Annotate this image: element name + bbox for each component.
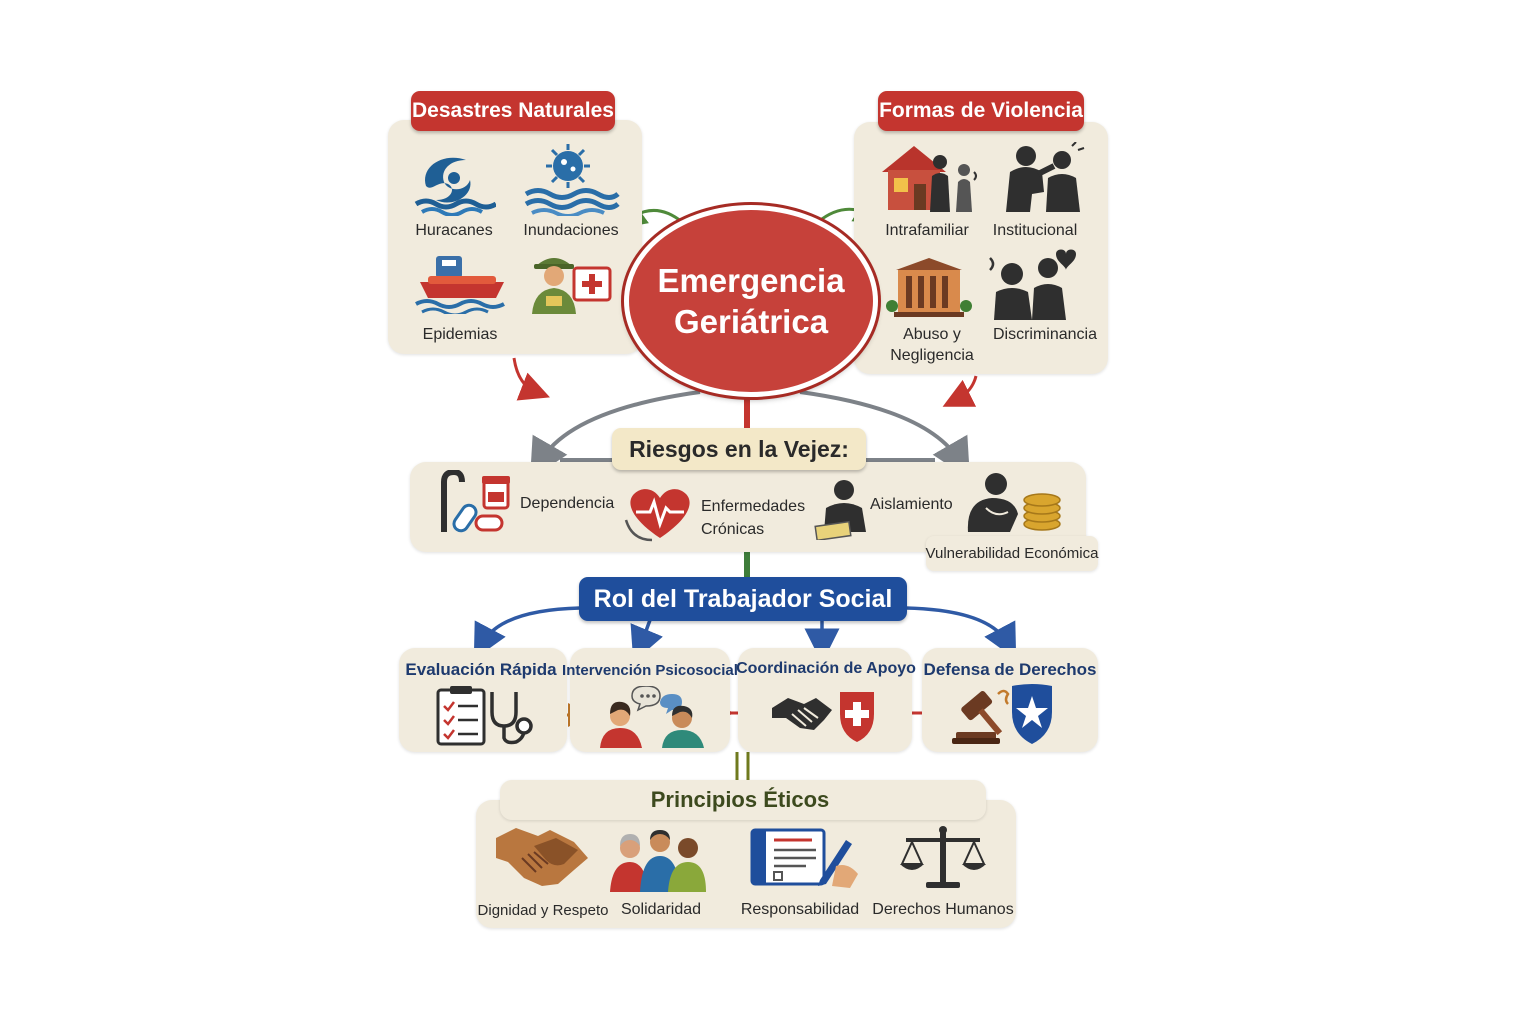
isolated-person-icon (814, 480, 866, 540)
riesgos-title: Riesgos en la Vejez: (612, 428, 866, 470)
riesgo-label-vulnerabilidad: Vulnerabilidad Económica (925, 545, 1099, 562)
desastre-label-inundaciones: Inundaciones (523, 222, 619, 239)
violencia-label-discriminancia: Discriminancia (992, 326, 1098, 343)
riesgo-label-dependencia: Dependencia (520, 495, 615, 512)
building-abuse-icon (886, 258, 972, 317)
discrimination-icon (989, 249, 1076, 320)
psychosocial-talk-icon (600, 686, 704, 748)
enfermedades-line-2: Crónicas (701, 521, 765, 539)
justice-scale-icon (900, 826, 986, 888)
rol-intervencion-title: Intervención Psicosocial (562, 662, 738, 679)
desastres-panel (388, 120, 642, 354)
principios-header-bg (500, 780, 986, 820)
rol-defensa-title: Defensa de Derechos (923, 660, 1097, 679)
abuso-line-2: Negligencia (890, 346, 974, 364)
violencia-label-abuso: Abuso y Negligencia (890, 325, 974, 367)
rescue-worker-icon (532, 258, 612, 314)
principio-label-dignidad: Dignidad y Respeto (477, 902, 609, 919)
principios-title: Principios Éticos (650, 787, 830, 812)
flood-virus-icon (524, 144, 620, 216)
rol-title: Rol del Trabajador Social (579, 577, 907, 621)
heart-rate-icon (624, 489, 690, 542)
cane-medicine-icon (441, 470, 510, 533)
institutional-violence-icon (1006, 142, 1085, 212)
center-line-2: Geriátrica (673, 303, 829, 340)
solidarity-people-icon (610, 830, 706, 892)
responsibility-document-icon (750, 828, 858, 888)
vulnerabilidad-tab (926, 536, 1098, 571)
enfermedades-line-1: Enfermedades (701, 498, 806, 515)
rol-evaluacion-title: Evaluación Rápida (405, 660, 557, 679)
checklist-stethoscope-icon (436, 686, 533, 746)
abuso-line-1: Abuso y (903, 326, 961, 343)
principio-label-solidaridad: Solidaridad (620, 901, 702, 918)
poverty-coins-icon (967, 473, 1061, 532)
handshake-dignity-icon (496, 828, 588, 886)
principio-label-responsabilidad: Responsabilidad (740, 901, 860, 918)
box-coordinacion (738, 648, 912, 752)
hurricane-icon (414, 157, 496, 216)
box-defensa (922, 648, 1098, 752)
violencia-title: Formas de Violencia (878, 91, 1084, 131)
desastre-label-epidemias: Epidemias (422, 326, 498, 343)
violencia-label-institucional: Institucional (992, 222, 1078, 239)
violencia-label-intrafamiliar: Intrafamiliar (885, 222, 969, 239)
riesgo-label-aislamiento: Aislamiento (870, 496, 953, 513)
center-emergencia-geriatrica: Emergencia Geriátrica (624, 205, 878, 397)
gavel-shield-icon (952, 684, 1052, 744)
epidemic-boat-icon (415, 256, 505, 314)
desastres-title: Desastres Naturales (411, 91, 615, 131)
center-line-1: Emergencia (657, 261, 845, 299)
principio-label-derechos: Derechos Humanos (872, 901, 1014, 918)
handshake-health-icon (772, 692, 874, 742)
rol-coordinacion-title: Coordinación de Apoyo (736, 660, 916, 677)
house-family-icon (882, 146, 977, 212)
desastre-label-huracanes: Huracanes (415, 222, 493, 239)
